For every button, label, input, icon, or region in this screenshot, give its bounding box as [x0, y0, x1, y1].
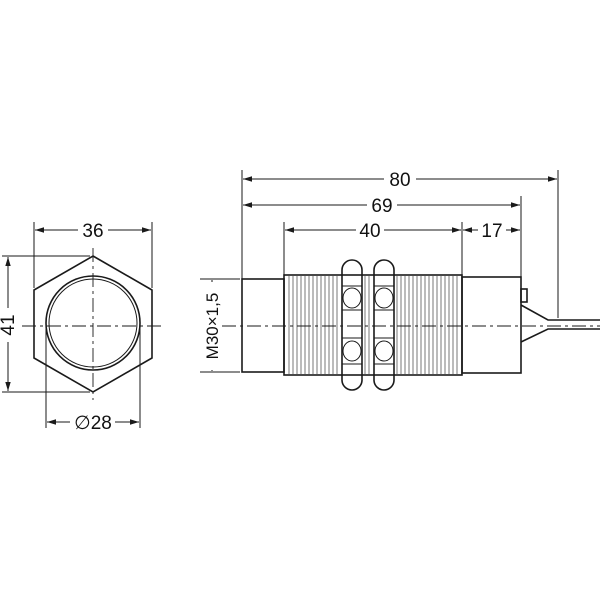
body-length-label: 69: [371, 196, 392, 217]
thread-length-dimension: 40: [285, 221, 461, 242]
rear-length-label: 17: [481, 221, 502, 242]
cable: [520, 304, 600, 343]
front-width-dimension: 36: [33, 221, 153, 288]
front-height-label: 41: [0, 314, 19, 335]
sensing-face-cap: [241, 278, 285, 373]
front-view: 36 41 ∅28: [0, 221, 165, 434]
thread-lines: [288, 276, 458, 374]
rear-length-dimension: 17: [463, 221, 520, 242]
front-height-dimension: 41: [0, 255, 90, 393]
indicator-led: [520, 288, 528, 303]
side-view: M30×1,5 80 69 40 17: [200, 170, 600, 391]
rear-housing: [461, 276, 522, 374]
front-diameter-dimension: ∅28: [45, 323, 141, 434]
total-length-dimension: 80: [243, 170, 557, 191]
lock-nut-right: [373, 259, 395, 391]
threaded-body: [283, 274, 463, 376]
front-width-label: 36: [82, 221, 103, 242]
thread-spec-dimension: M30×1,5: [200, 278, 240, 373]
lock-nut-left: [341, 259, 363, 391]
body-length-dimension: 69: [243, 196, 520, 217]
total-length-label: 80: [389, 170, 410, 191]
thread-spec-label: M30×1,5: [203, 293, 222, 360]
thread-length-label: 40: [359, 221, 380, 242]
front-diameter-label: ∅28: [74, 413, 112, 434]
